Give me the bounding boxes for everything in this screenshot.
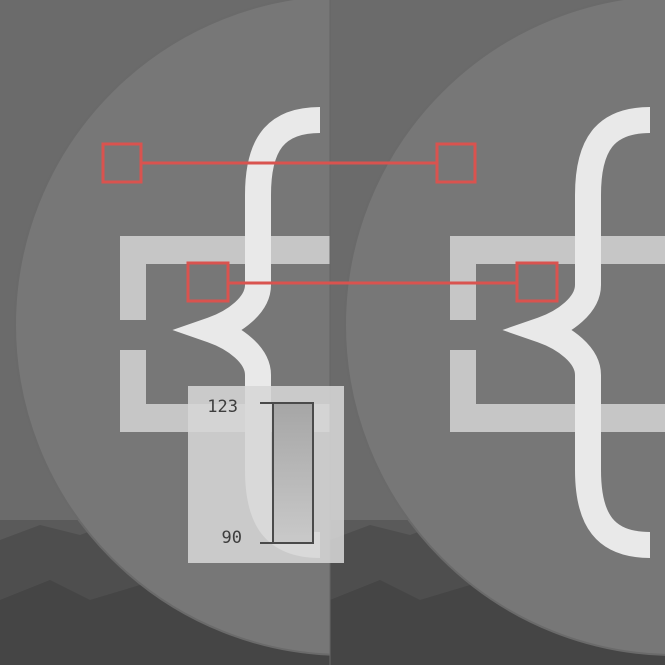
colorbar-min-tick	[260, 542, 272, 544]
colorbar-max-label: 123	[207, 397, 238, 417]
curly-brace-icon	[502, 107, 651, 558]
colorbar-legend: 123 90	[188, 386, 344, 563]
correspondence-pair-2[interactable]	[186, 261, 559, 303]
selection-box-right[interactable]	[435, 142, 477, 184]
colorbar-gradient	[272, 402, 314, 544]
colorbar-max-tick	[260, 402, 272, 404]
frame-bracket-shape	[450, 236, 665, 432]
colorbar-min-label: 90	[221, 528, 242, 548]
selection-box-left[interactable]	[186, 261, 230, 303]
selection-box-left[interactable]	[101, 142, 143, 184]
correspondence-pair-1[interactable]	[101, 142, 477, 184]
selection-box-right[interactable]	[515, 261, 559, 303]
right-view-panel	[330, 0, 665, 665]
